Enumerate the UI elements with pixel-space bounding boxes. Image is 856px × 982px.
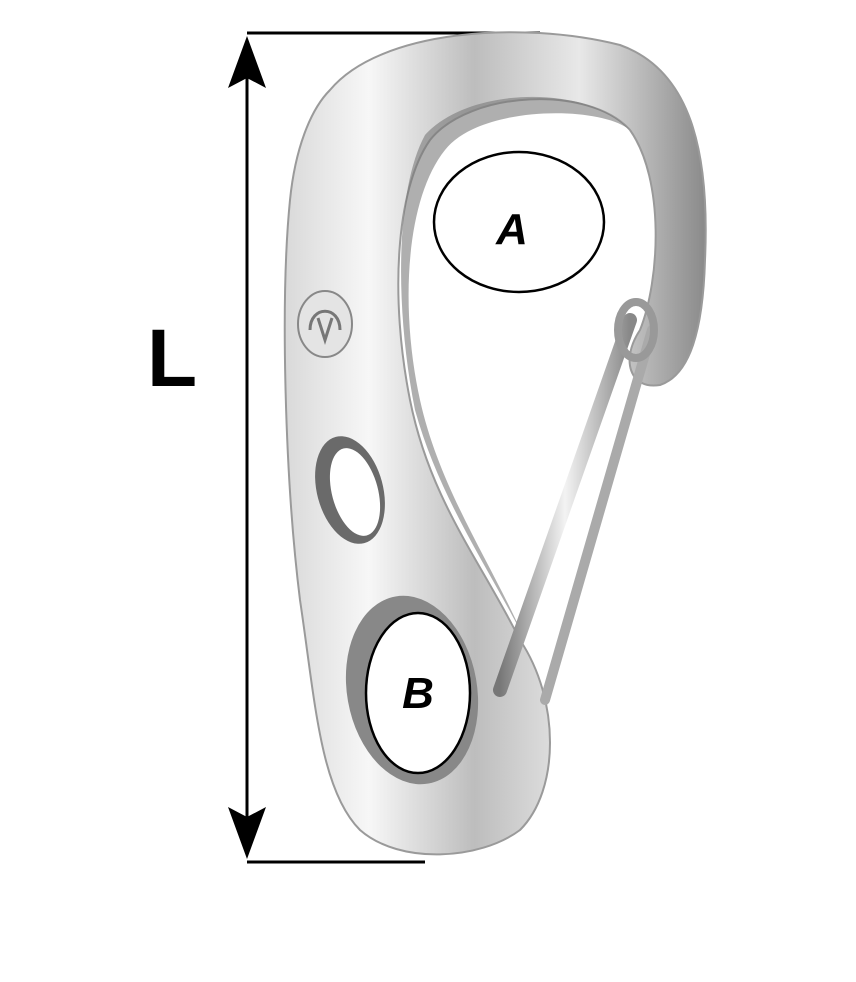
- lightening-hole-opening: [329, 448, 381, 536]
- spring-gate: [493, 298, 658, 705]
- opening-label-bubble: [432, 150, 606, 294]
- opening-label: A: [495, 205, 528, 254]
- gate-rod-back: [540, 325, 657, 705]
- logo-stamp: [297, 290, 353, 358]
- arrow-down-icon: [228, 807, 266, 859]
- eye-label: B: [402, 669, 434, 718]
- inner-edge-shadow: [401, 96, 630, 640]
- arrow-up-icon: [228, 36, 266, 88]
- gate-rod-front: [493, 313, 637, 697]
- length-label: L: [147, 313, 197, 404]
- gate-hinge: [614, 298, 658, 362]
- eye-label-bubble: [364, 611, 472, 775]
